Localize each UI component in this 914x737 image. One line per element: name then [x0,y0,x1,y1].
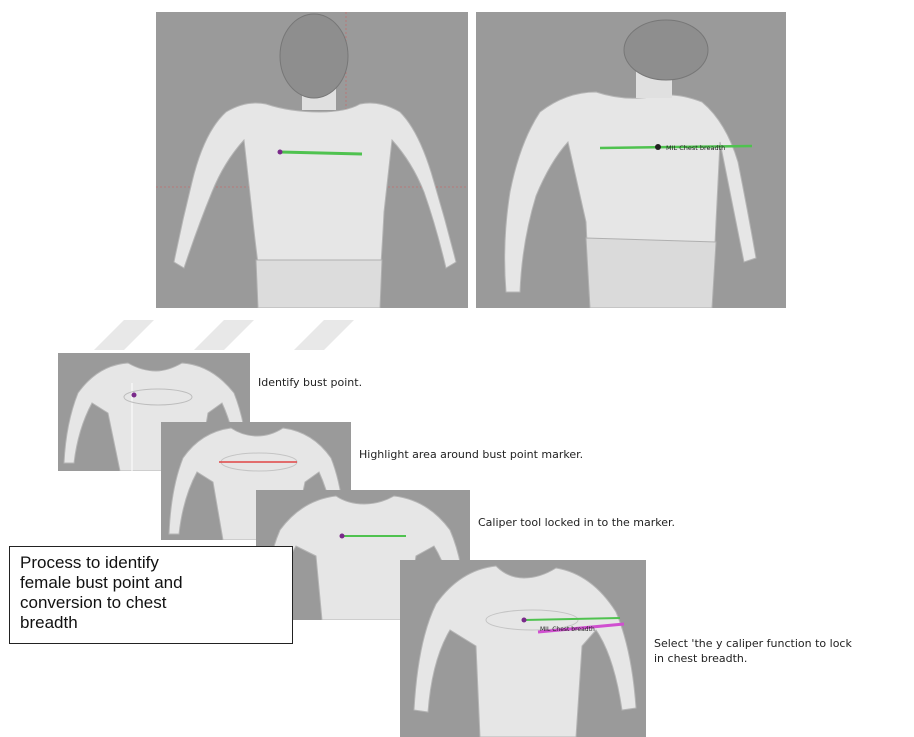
step-4-panel: MIL Chest breadth [400,560,646,737]
step-4-label-line-2: in chest breadth. [654,652,747,665]
process-caption-line-2: female bust point and [20,573,282,593]
process-caption-line-1: Process to identify [20,553,282,573]
watermark-chevrons [84,320,364,350]
step-4-label-line-1: Select 'the y caliper function to lock [654,637,852,650]
measure-annotation: MIL Chest breadth [666,144,725,152]
step-3-label: Caliper tool locked in to the marker. [478,516,675,529]
step-4-scan-image: MIL Chest breadth [400,560,646,737]
step-4-measure-annotation: MIL Chest breadth [540,626,595,633]
angled-view-scan-panel: MIL Chest breadth [476,12,786,308]
step-1-label: Identify bust point. [258,376,362,389]
front-view-scan-panel [156,12,468,308]
process-caption-line-3: conversion to chest [20,593,282,613]
front-view-scan-image [156,12,468,308]
step-2-label: Highlight area around bust point marker. [359,448,583,461]
process-caption-line-4: breadth [20,613,282,633]
angled-view-scan-image: MIL Chest breadth [476,12,786,308]
process-caption-box: Process to identify female bust point an… [9,546,293,644]
